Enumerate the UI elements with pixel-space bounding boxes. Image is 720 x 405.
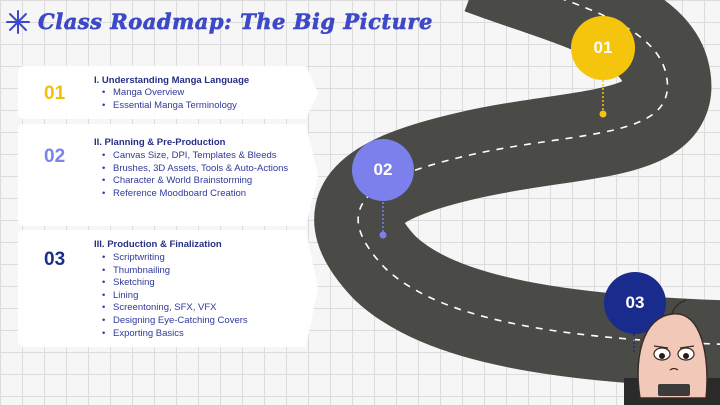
list-item: Character & World Brainstorming [102,175,318,188]
road-marker-label: 03 [625,293,645,312]
list-item: Manga Overview [102,87,318,100]
section-number: 02 [44,146,66,167]
list-item: Exporting Basics [102,328,318,341]
list-item: Sketching [102,277,318,290]
section-title: II. Planning & Pre-Production [94,137,226,148]
road-marker-label: 02 [373,160,393,179]
road-marker-01: 01 [571,16,635,80]
list-item: Designing Eye-Catching Covers [102,315,318,328]
list-item: Scriptwriting [102,252,318,265]
section-items: Canvas Size, DPI, Templates & Bleeds Bru… [102,150,318,201]
list-item: Thumbnailing [102,265,318,278]
sparkle-icon [6,10,30,34]
page-title: Class Roadmap: The Big Picture [38,9,433,35]
list-item: Essential Manga Terminology [102,100,318,113]
section-title: III. Production & Finalization [94,239,222,250]
list-item: Brushes, 3D Assets, Tools & Auto-Actions [102,163,318,176]
mascot-illustration [624,299,720,405]
list-item: Canvas Size, DPI, Templates & Bleeds [102,150,318,163]
section-number: 01 [44,83,66,104]
section-items: Manga Overview Essential Manga Terminolo… [102,87,318,113]
section-card-02: 02 II. Planning & Pre-Production Canvas … [18,124,318,226]
section-card-03: 03 III. Production & Finalization Script… [18,230,318,347]
list-item: Screentoning, SFX, VFX [102,302,318,315]
road-marker-label: 01 [593,38,613,57]
section-title: I. Understanding Manga Language [94,75,250,86]
list-item: Lining [102,290,318,303]
section-number: 03 [44,249,66,270]
list-item: Reference Moodboard Creation [102,188,318,201]
section-card-01: 01 I. Understanding Manga Language Manga… [18,66,318,119]
road-marker-02: 02 [352,139,414,201]
section-items: Scriptwriting Thumbnailing Sketching Lin… [102,252,318,341]
